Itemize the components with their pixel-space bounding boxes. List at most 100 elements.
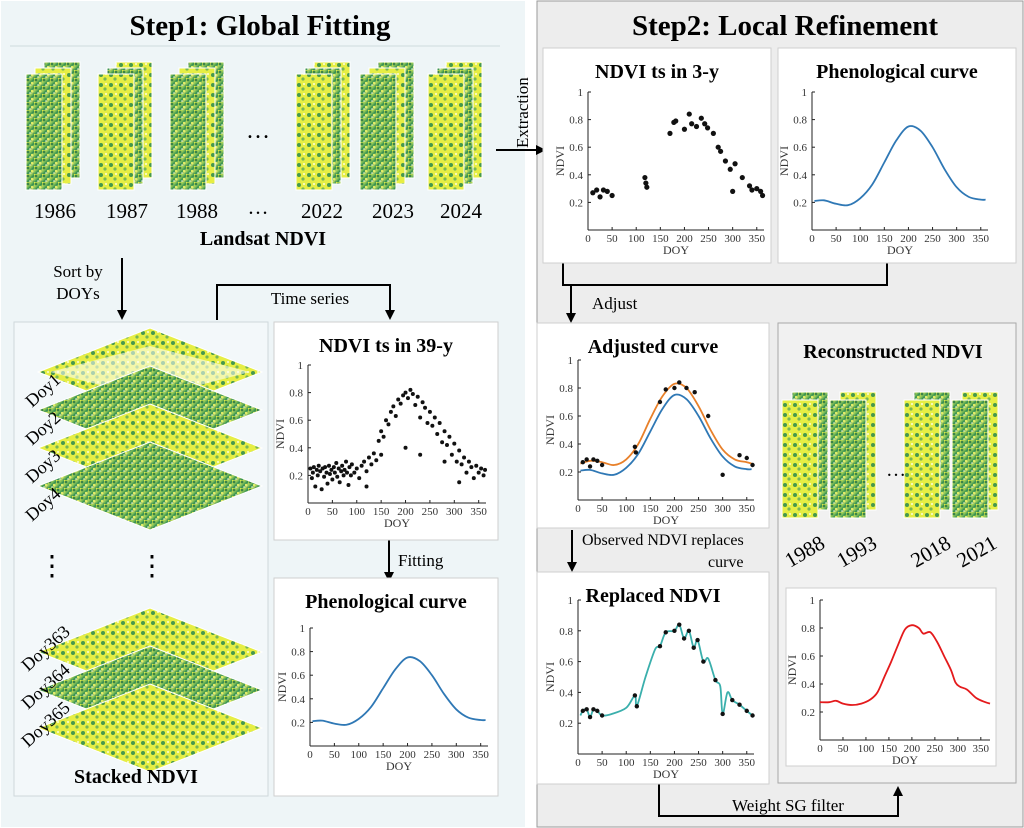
x-tick-label: 350: [472, 749, 489, 761]
chart-title: Adjusted curve: [588, 336, 719, 358]
x-tick-label: 150: [642, 503, 659, 515]
x-tick-label: 200: [399, 749, 416, 761]
x-tick-label: 250: [422, 506, 439, 518]
data-point: [444, 443, 449, 448]
x-tick-label: 50: [831, 233, 843, 245]
data-point: [599, 462, 605, 468]
data-point: [634, 704, 640, 709]
data-point: [454, 459, 459, 464]
x-tick-label: 200: [676, 233, 693, 245]
data-point: [452, 441, 457, 446]
data-point: [403, 390, 408, 395]
x-axis-label: DOY: [653, 767, 679, 781]
x-tick-label: 250: [924, 233, 941, 245]
data-point: [337, 480, 342, 485]
data-point: [442, 429, 447, 434]
chart-frame: [785, 587, 997, 767]
y-tick-label: 0.6: [289, 415, 303, 427]
data-point: [340, 463, 345, 468]
step2-title: Step2: Local Refinement: [632, 10, 938, 42]
data-point: [474, 463, 479, 468]
stacked-ndvi-label: Stacked NDVI: [74, 766, 198, 788]
data-point: [376, 438, 381, 443]
x-tick-label: 100: [628, 233, 645, 245]
data-point: [642, 174, 648, 181]
data-point: [710, 130, 716, 136]
data-point: [349, 462, 354, 467]
data-point: [722, 158, 729, 164]
data-point: [316, 463, 321, 468]
data-point: [311, 465, 316, 470]
reconstructed-title: Reconstructed NDVI: [803, 341, 983, 363]
data-point: [357, 476, 362, 481]
y-tick-label: 1: [298, 360, 304, 372]
data-point: [479, 466, 484, 471]
y-tick-label: 1: [578, 87, 584, 99]
y-tick-label: 0.2: [569, 197, 583, 209]
chart-frame: [273, 577, 499, 797]
x-tick-label: 0: [575, 503, 581, 515]
series-line: [814, 125, 986, 207]
data-point: [681, 126, 688, 132]
data-point: [442, 459, 447, 464]
x-tick-label: 350: [973, 233, 990, 245]
data-point: [318, 469, 323, 474]
data-point: [584, 457, 589, 462]
chart-title: NDVI ts in 39-y: [319, 335, 453, 357]
x-tick-label: 350: [739, 503, 756, 515]
y-tick-label: 0.6: [559, 657, 573, 669]
data-point: [464, 470, 469, 475]
data-point: [369, 462, 374, 467]
x-axis-label: DOY: [663, 243, 689, 257]
data-point: [584, 707, 589, 712]
data-point: [374, 458, 379, 463]
y-tick-label: 0.6: [559, 411, 573, 423]
y-tick-label: 1: [568, 595, 574, 607]
year-label: 1987: [106, 199, 148, 223]
data-point: [750, 462, 755, 468]
data-point: [354, 466, 359, 471]
x-tick-label: 200: [666, 757, 683, 769]
data-point: [308, 466, 313, 471]
y-axis-label: NDVI: [553, 146, 567, 176]
data-point: [447, 434, 452, 439]
x-tick-label: 200: [666, 503, 683, 515]
data-point: [727, 166, 733, 172]
data-point: [609, 192, 615, 199]
data-point: [718, 148, 724, 154]
data-point: [437, 420, 442, 425]
x-tick-label: 250: [424, 749, 441, 761]
x-tick-label: 300: [446, 506, 463, 518]
data-point: [344, 459, 349, 464]
data-point: [364, 484, 369, 489]
stack-ellipsis: …: [246, 118, 270, 144]
y-tick-label: 0.4: [289, 443, 303, 455]
stack-1987: [97, 61, 153, 191]
data-point: [462, 455, 467, 460]
data-point: [401, 393, 406, 398]
data-point: [705, 413, 711, 419]
data-point: [476, 470, 481, 475]
y-tick-label: 0.4: [559, 687, 573, 699]
x-tick-label: 100: [351, 749, 368, 761]
x-tick-label: 150: [642, 757, 659, 769]
data-point: [449, 452, 454, 457]
y-tick-label: 0.4: [291, 694, 305, 706]
data-point: [471, 476, 476, 481]
x-tick-label: 0: [307, 749, 313, 761]
data-point: [408, 387, 413, 392]
data-point: [435, 432, 440, 436]
series-line: [580, 382, 752, 466]
data-point: [481, 473, 486, 478]
y-tick-label: 0.6: [801, 651, 815, 663]
data-point: [391, 404, 396, 409]
y-tick-label: 0.8: [559, 626, 573, 638]
x-tick-label: 300: [714, 503, 731, 515]
vertical-ellipsis-right: ⋮: [138, 551, 166, 582]
data-point: [325, 481, 330, 486]
y-axis-label: NDVI: [785, 655, 799, 685]
